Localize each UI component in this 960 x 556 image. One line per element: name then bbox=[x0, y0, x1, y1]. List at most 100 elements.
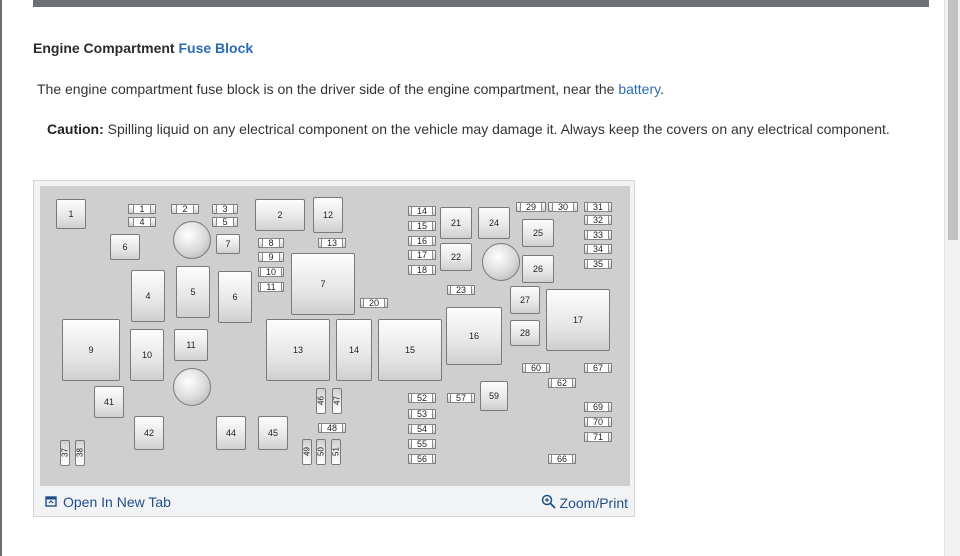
caution-label: Caution: bbox=[47, 121, 104, 137]
fuse-4: 4 bbox=[131, 270, 165, 322]
fuse-s17-label: 17 bbox=[410, 250, 433, 260]
fuse-7: 7 bbox=[291, 253, 355, 315]
fuse-s51: 51 bbox=[331, 439, 341, 465]
fuse-s4-label: 4 bbox=[133, 217, 151, 227]
relay-round-3 bbox=[482, 243, 520, 281]
fuse-s53-label: 53 bbox=[410, 409, 433, 419]
fuse-s29-label: 29 bbox=[519, 202, 542, 212]
fuse-s33: 33 bbox=[584, 230, 612, 240]
heading-prefix: Engine Compartment bbox=[33, 40, 179, 56]
fuse-s15: 15 bbox=[408, 221, 436, 231]
fuse-block-link[interactable]: Fuse Block bbox=[178, 40, 254, 56]
fuse-s54-label: 54 bbox=[410, 424, 433, 434]
fuse-block-diagram[interactable]: 1 6 2 12 7 7 4 5 6 9 10 11 13 14 15 16 1… bbox=[40, 186, 630, 486]
fuse-25: 25 bbox=[522, 219, 554, 247]
fuse-s54: 54 bbox=[408, 424, 436, 434]
scrollbar-thumb[interactable] bbox=[948, 0, 958, 240]
fuse-s31: 31 bbox=[584, 202, 612, 212]
fuse-42: 42 bbox=[134, 416, 164, 450]
fuse-s17: 17 bbox=[408, 250, 436, 260]
fuse-17: 17 bbox=[546, 289, 610, 351]
fuse-s57-label: 57 bbox=[449, 393, 472, 403]
fuse-s35-label: 35 bbox=[586, 259, 609, 269]
fuse-s32-label: 32 bbox=[586, 215, 609, 225]
fuse-s11: 11 bbox=[258, 282, 284, 292]
fuse-s5-label: 5 bbox=[216, 217, 234, 227]
fuse-s38: 38 bbox=[75, 440, 85, 466]
fuse-s30: 30 bbox=[548, 202, 578, 212]
fuse-s57: 57 bbox=[447, 393, 475, 403]
fuse-s62-label: 62 bbox=[550, 378, 573, 388]
fuse-s15-label: 15 bbox=[410, 221, 433, 231]
battery-link[interactable]: battery bbox=[618, 81, 661, 97]
fuse-s13-label: 13 bbox=[320, 238, 343, 248]
fuse-s49: 49 bbox=[302, 439, 312, 465]
relay-round-2 bbox=[173, 368, 211, 406]
fuse-1: 1 bbox=[56, 199, 86, 229]
fuse-s23: 23 bbox=[447, 285, 475, 295]
fuse-27: 27 bbox=[510, 286, 540, 314]
fuse-s5: 5 bbox=[212, 217, 238, 227]
fuse-s11-label: 11 bbox=[260, 282, 282, 292]
window-left-edge bbox=[0, 0, 2, 556]
fuse-11: 11 bbox=[174, 329, 208, 361]
fuse-s18-label: 18 bbox=[410, 265, 433, 275]
fuse-s66: 66 bbox=[548, 454, 576, 464]
fuse-s9: 9 bbox=[258, 252, 284, 262]
fuse-s3: 3 bbox=[212, 204, 238, 214]
fuse-s35: 35 bbox=[584, 259, 612, 269]
page-scrollbar[interactable] bbox=[944, 0, 960, 556]
fuse-s70-label: 70 bbox=[586, 417, 609, 427]
open-in-new-tab-link[interactable]: Open In New Tab bbox=[45, 494, 171, 510]
fuse-s71: 71 bbox=[584, 432, 612, 442]
intro-paragraph: The engine compartment fuse block is on … bbox=[37, 81, 664, 97]
intro-suffix: . bbox=[660, 81, 664, 97]
fuse-s46: 46 bbox=[316, 388, 326, 414]
zoom-in-icon bbox=[541, 494, 556, 512]
fuse-16: 16 bbox=[446, 307, 502, 365]
fuse-s55: 55 bbox=[408, 439, 436, 449]
intro-text: The engine compartment fuse block is on … bbox=[37, 81, 619, 97]
fuse-s34-label: 34 bbox=[586, 244, 609, 254]
fuse-s18: 18 bbox=[408, 265, 436, 275]
fuse-s69-label: 69 bbox=[586, 402, 609, 412]
fuse-s47: 47 bbox=[332, 388, 342, 414]
fuse-s60-label: 60 bbox=[524, 363, 547, 373]
fuse-s16: 16 bbox=[408, 236, 436, 246]
fuse-s56: 56 bbox=[408, 454, 436, 464]
fuse-22: 22 bbox=[440, 243, 472, 271]
fuse-15: 15 bbox=[378, 319, 442, 381]
caution-note: Caution: Spilling liquid on any electric… bbox=[47, 121, 890, 137]
fuse-s62: 62 bbox=[548, 378, 576, 388]
fuse-s34: 34 bbox=[584, 244, 612, 254]
fuse-s10-label: 10 bbox=[259, 267, 282, 277]
fuse-5: 5 bbox=[176, 266, 210, 318]
fuse-41: 41 bbox=[94, 386, 124, 418]
fuse-s53: 53 bbox=[408, 409, 436, 419]
fuse-s56-label: 56 bbox=[410, 454, 433, 464]
zoom-print-link[interactable]: Zoom/Print bbox=[541, 494, 628, 512]
content-top-bar bbox=[33, 0, 929, 7]
fuse-s66-label: 66 bbox=[550, 454, 573, 464]
fuse-44: 44 bbox=[216, 416, 246, 450]
fuse-s13: 13 bbox=[318, 238, 346, 248]
fuse-59: 59 bbox=[480, 381, 508, 411]
fuse-s8: 8 bbox=[258, 238, 284, 248]
fuse-21: 21 bbox=[440, 207, 472, 239]
fuse-s60: 60 bbox=[522, 363, 550, 373]
fuse-2: 2 bbox=[255, 199, 305, 231]
fuse-s2-label: 2 bbox=[176, 204, 194, 214]
fuse-s37: 37 bbox=[60, 440, 70, 466]
fuse-s71-label: 71 bbox=[586, 432, 609, 442]
fuse-s23-label: 23 bbox=[449, 285, 472, 295]
fuse-9: 9 bbox=[62, 319, 120, 381]
fuse-s1: 1 bbox=[128, 204, 156, 214]
fuse-block-figure: 1 6 2 12 7 7 4 5 6 9 10 11 13 14 15 16 1… bbox=[33, 180, 635, 517]
fuse-45: 45 bbox=[258, 416, 288, 450]
fuse-s33-label: 33 bbox=[586, 230, 609, 240]
fuse-s14-label: 14 bbox=[410, 206, 433, 216]
section-heading: Engine Compartment Fuse Block bbox=[33, 40, 253, 56]
fuse-s32: 32 bbox=[584, 215, 612, 225]
fuse-s4: 4 bbox=[128, 217, 156, 227]
new-tab-icon bbox=[45, 494, 57, 510]
